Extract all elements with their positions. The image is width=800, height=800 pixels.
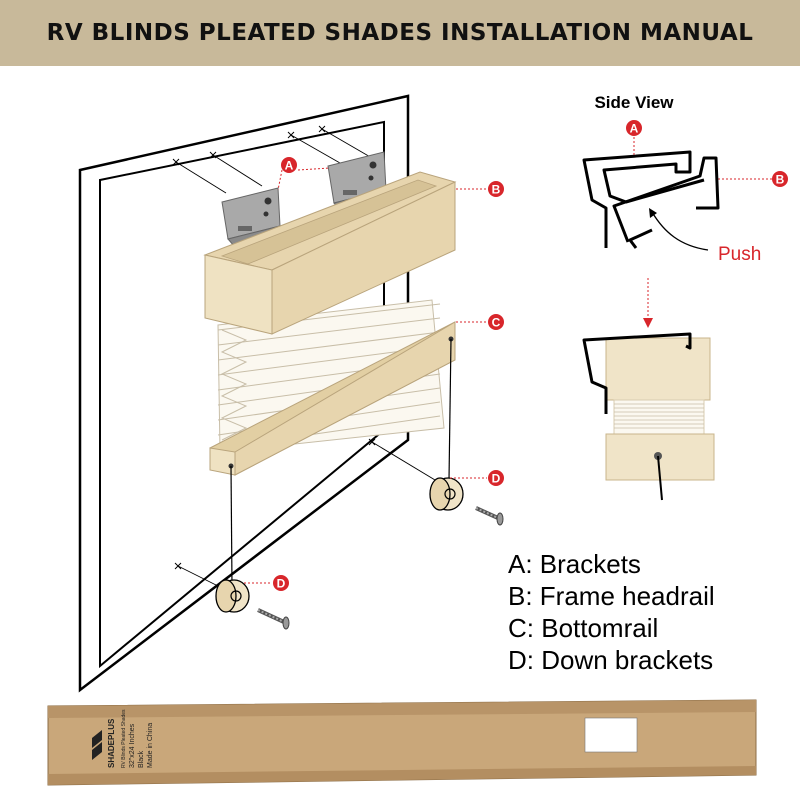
bottomrail [209, 321, 456, 476]
package-brand: SHADEPLUS [107, 718, 116, 768]
marker-d-right: D [488, 470, 504, 486]
marker-a-side-label: A [630, 122, 639, 136]
package-line-2: 32"x24 Inches [129, 723, 136, 768]
marker-a-side: A [626, 120, 642, 136]
push-label: Push [718, 244, 761, 265]
installation-diagram: A B C D D Side View Push A B [47, 93, 788, 786]
side-view-assembled [582, 332, 715, 501]
parts-legend: A: Brackets B: Frame headrail C: Bottomr… [508, 548, 715, 676]
pleated-fabric [217, 299, 445, 453]
marker-c-label: C [492, 316, 501, 330]
down-bracket-right [429, 477, 464, 511]
side-view-top [582, 150, 720, 249]
guide-lines [175, 128, 441, 591]
marker-b-side: B [772, 171, 788, 187]
cords [230, 338, 452, 587]
legend-item-down-brackets: D: Down brackets [508, 645, 714, 675]
side-view-title: Side View [594, 93, 674, 112]
package-line-4: Made in China [147, 723, 154, 768]
screw-left [257, 608, 290, 630]
marker-d-left: D [273, 575, 289, 591]
marker-b-label: B [492, 183, 501, 197]
push-arrow-head [643, 318, 653, 328]
package-line-1: RV Blinds Pleated Shades [121, 709, 127, 768]
package-box [47, 699, 757, 786]
title-banner: RV BLINDS PLEATED SHADES INSTALLATION MA… [0, 0, 800, 66]
marker-leaders [244, 137, 772, 584]
marker-d-right-label: D [492, 472, 501, 486]
marker-b: B [488, 181, 504, 197]
side-view-push-curve [649, 208, 709, 251]
package-label-sticker [584, 717, 638, 753]
frame-headrail [203, 171, 457, 335]
down-bracket-left [215, 579, 250, 613]
marker-a-label: A [285, 159, 294, 173]
package-line-3: Black [138, 750, 145, 768]
legend-item-frame-headrail: B: Frame headrail [508, 581, 715, 611]
screw-right [475, 506, 504, 526]
marker-c: C [488, 314, 504, 330]
page-title: RV BLINDS PLEATED SHADES INSTALLATION MA… [46, 20, 754, 46]
marker-b-side-label: B [776, 173, 785, 187]
marker-a: A [281, 157, 297, 173]
legend-item-bottomrail: C: Bottomrail [508, 613, 659, 643]
shadeplus-logo-icon [92, 730, 102, 760]
marker-d-left-label: D [277, 577, 286, 591]
legend-item-brackets: A: Brackets [508, 549, 641, 579]
